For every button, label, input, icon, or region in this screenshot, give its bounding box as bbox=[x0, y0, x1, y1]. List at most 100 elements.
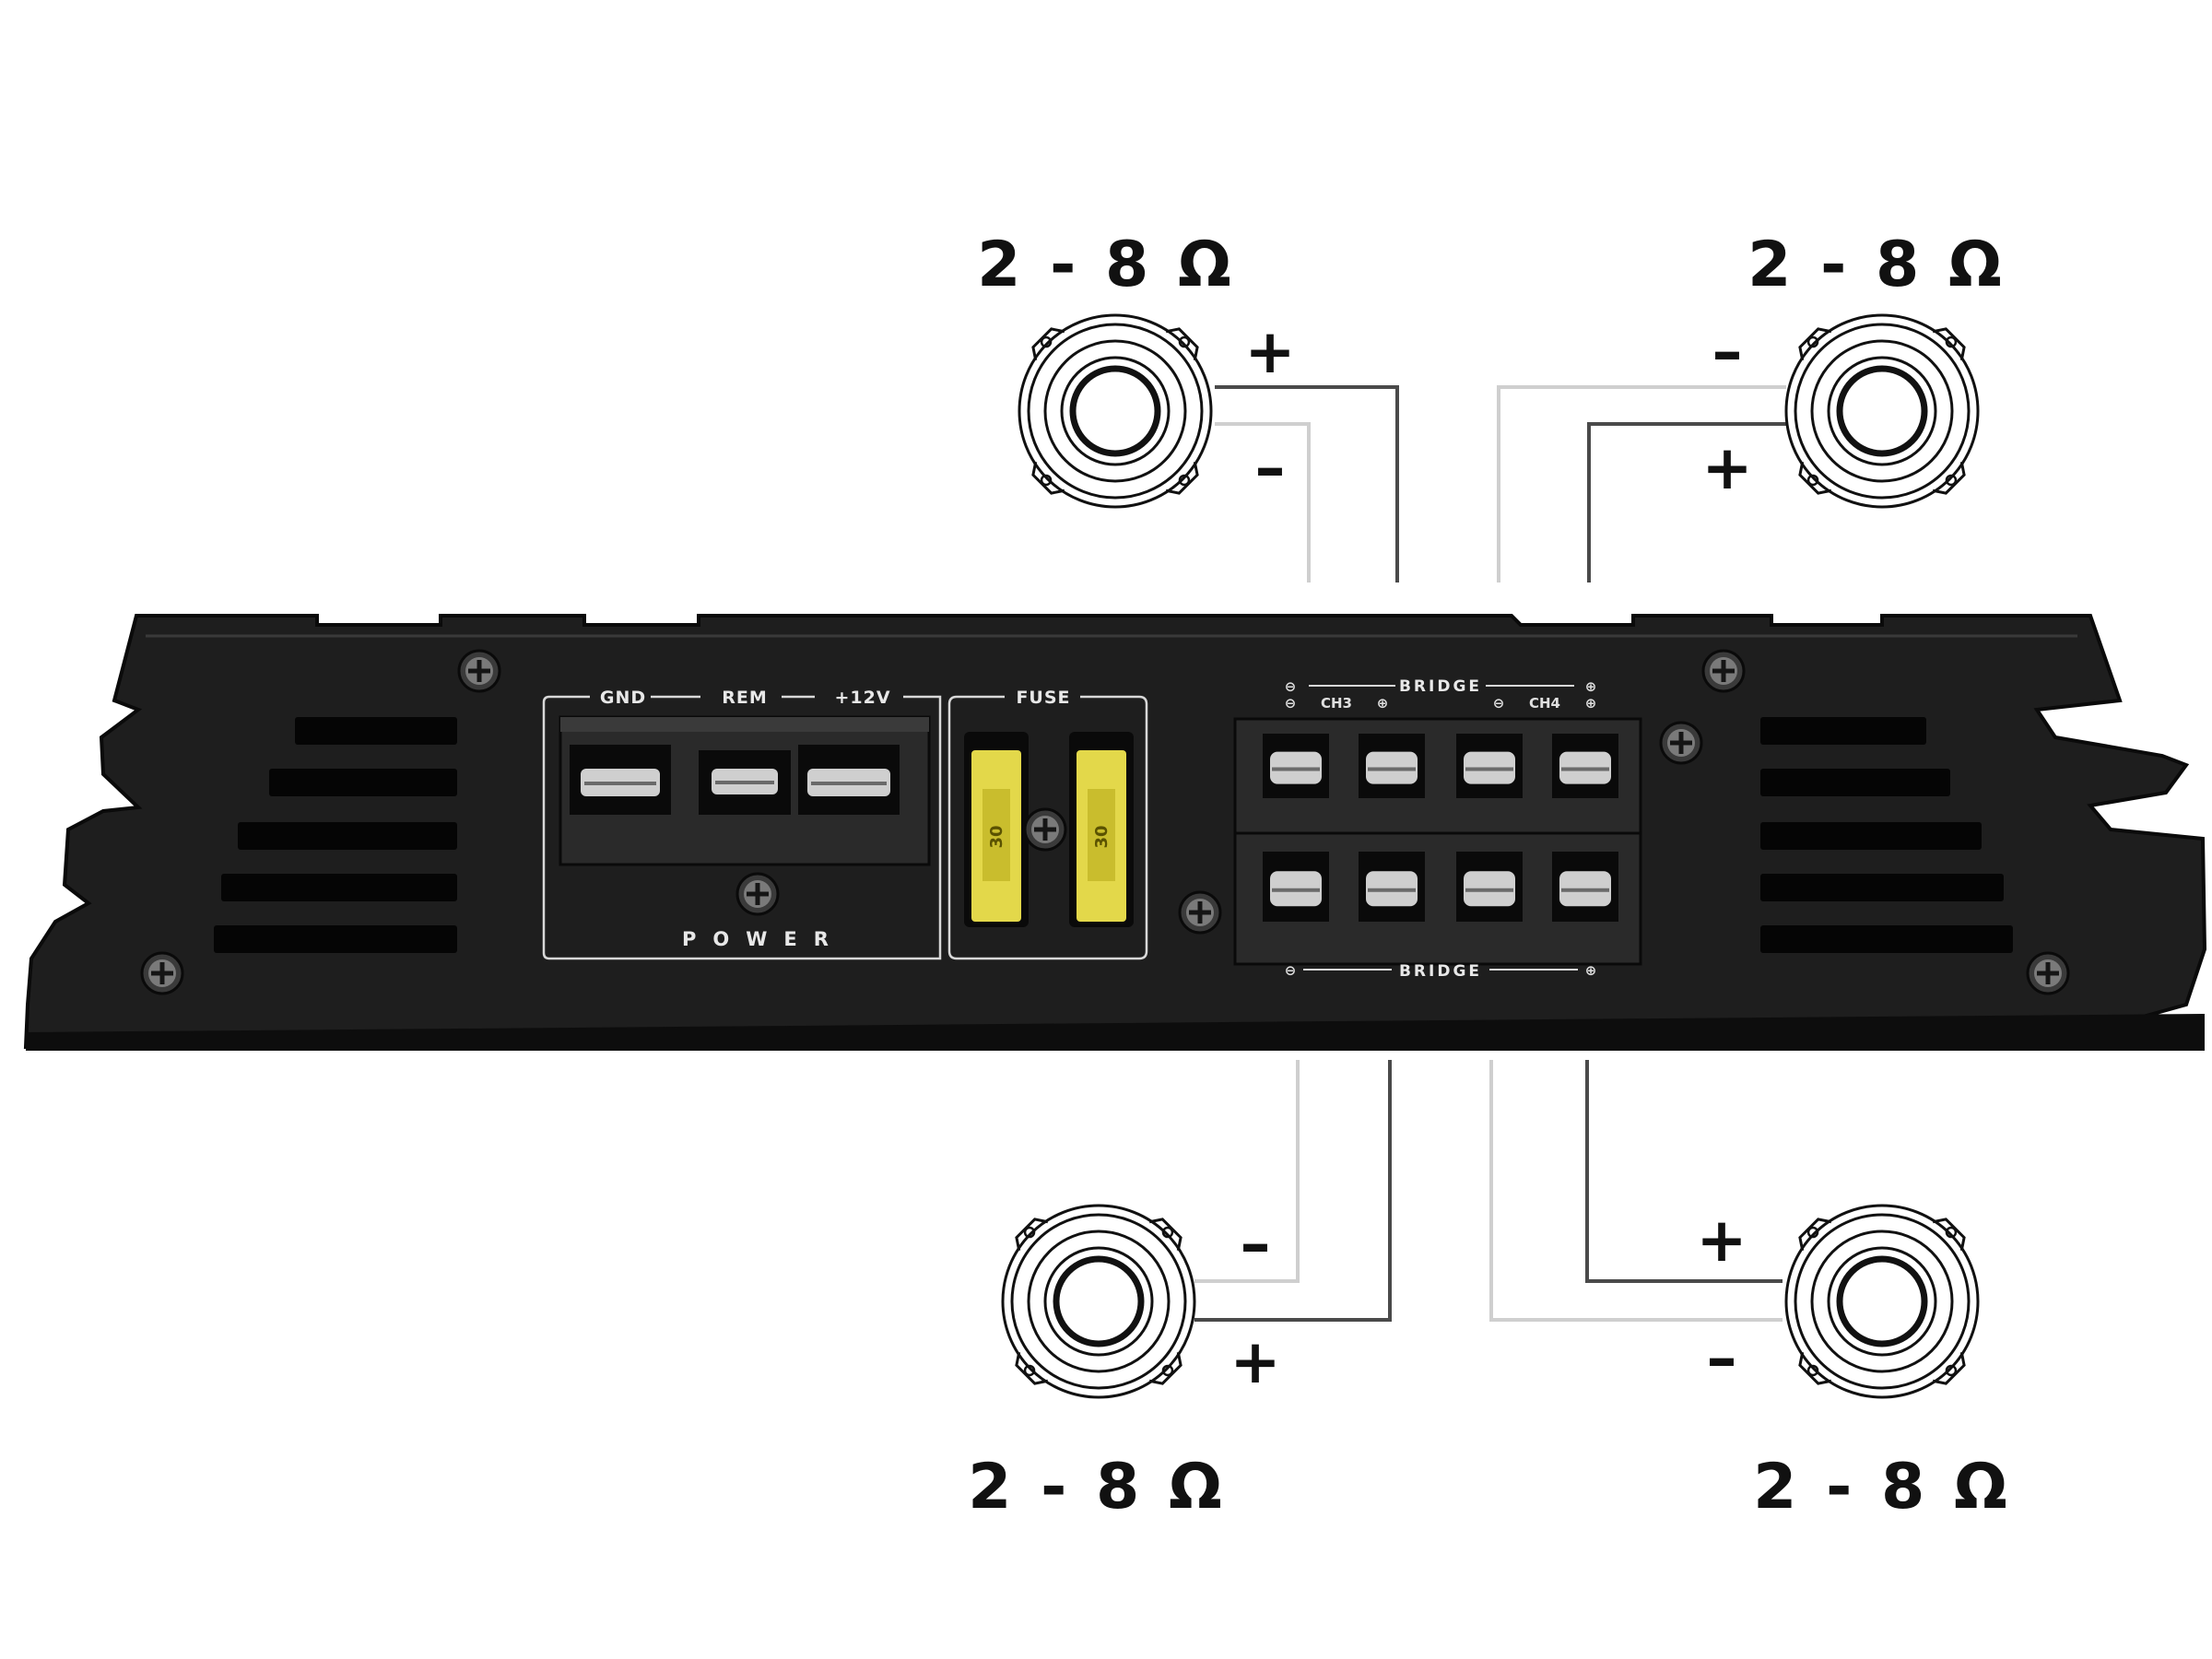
v12-terminal[interactable] bbox=[798, 745, 900, 815]
power-terminal-block-top bbox=[560, 717, 929, 732]
speaker-mount-tab bbox=[1015, 1351, 1049, 1385]
speaker-mount-tab bbox=[1148, 1218, 1182, 1252]
vent-slot bbox=[1760, 822, 1982, 850]
ch3-minus-symbol: ⊖ bbox=[1285, 695, 1297, 712]
speaker-wires bbox=[1194, 385, 1786, 1322]
speaker-mount-tab bbox=[1932, 461, 1966, 495]
impedance-label-bottom-left: 2 - 8 Ω bbox=[968, 1451, 1226, 1524]
speaker-frame-ring bbox=[1784, 1204, 1980, 1399]
speaker-cone-inner-ring bbox=[1043, 1246, 1154, 1357]
vents-left bbox=[214, 717, 457, 953]
fuse-panel-frame bbox=[947, 695, 1148, 960]
speaker-mount-tab bbox=[1932, 327, 1966, 361]
gnd-label: GND bbox=[600, 688, 646, 708]
fuse-panel: FUSE 30 30 bbox=[947, 688, 1148, 960]
wire-top-right-positive bbox=[1587, 422, 1786, 582]
vent-slot bbox=[269, 769, 457, 796]
wire-bottom-left-negative bbox=[1194, 1060, 1300, 1283]
speaker-icon bbox=[1018, 313, 1213, 509]
speaker-output-panel: BRIDGE ⊖ ⊕ ⊖ CH3 ⊕ ⊖ CH4 ⊕ BRIDGE ⊖ ⊕ bbox=[1233, 677, 1642, 981]
ch3-plus-symbol: ⊕ bbox=[1377, 695, 1389, 712]
ch4-minus-symbol: ⊖ bbox=[1493, 695, 1505, 712]
mounting-screw bbox=[1659, 721, 1703, 765]
bridge-minus-symbol-top: ⊖ bbox=[1285, 678, 1297, 695]
fuse-rating: 30 bbox=[987, 825, 1006, 848]
vent-slot bbox=[214, 925, 457, 953]
vent-slot bbox=[221, 874, 457, 901]
mounting-screw bbox=[2026, 951, 2070, 995]
speaker-frame-ring bbox=[1018, 313, 1213, 509]
amplifier-base-shadow bbox=[26, 1014, 2205, 1051]
speaker-mount-tab bbox=[1031, 461, 1065, 495]
polarity-sign-top-right-lower: + bbox=[1701, 432, 1752, 503]
speaker-dust-cap bbox=[1069, 365, 1161, 457]
speaker-output-terminal[interactable] bbox=[1552, 734, 1618, 798]
fuse-window bbox=[1088, 789, 1115, 881]
v12-label: +12V bbox=[834, 688, 890, 708]
speaker-output-terminal[interactable] bbox=[1359, 734, 1425, 798]
speaker-surround-ring bbox=[1010, 1213, 1187, 1390]
speaker-output-terminal[interactable] bbox=[1456, 734, 1523, 798]
polarity-sign-bottom-right-lower: – bbox=[1707, 1323, 1737, 1394]
wire-bottom-left-positive bbox=[1194, 1060, 1392, 1322]
speaker-mount-tab bbox=[1798, 461, 1832, 495]
speaker-output-terminal[interactable] bbox=[1263, 734, 1329, 798]
speaker-cone-ring bbox=[1810, 339, 1954, 483]
speaker-mount-tab bbox=[1165, 461, 1199, 495]
output-terminals-upper bbox=[1263, 734, 1618, 798]
vent-slot bbox=[1760, 717, 1926, 745]
gnd-terminal[interactable] bbox=[570, 745, 671, 815]
mounting-screw bbox=[1023, 807, 1067, 852]
wire-top-left-positive bbox=[1215, 385, 1399, 582]
speaker-frame-ring bbox=[1784, 313, 1980, 509]
speaker-dust-cap bbox=[1836, 1255, 1928, 1347]
speaker-output-terminal[interactable] bbox=[1359, 852, 1425, 922]
vent-slot bbox=[1760, 874, 2004, 901]
mounting-screw bbox=[1178, 890, 1222, 935]
vent-slot bbox=[295, 717, 457, 745]
vent-slot bbox=[1760, 769, 1950, 796]
speaker-bottom-right bbox=[1784, 1204, 1980, 1399]
mounting-screw bbox=[735, 872, 780, 916]
speaker-cone-ring bbox=[1043, 339, 1187, 483]
rem-terminal[interactable] bbox=[699, 750, 791, 815]
ch4-label: CH4 bbox=[1529, 695, 1560, 712]
speaker-mount-tab bbox=[1015, 1218, 1049, 1252]
amplifier: GND REM +12V POWER bbox=[23, 614, 2207, 1051]
output-terminals-lower bbox=[1263, 852, 1618, 922]
speaker-top-left bbox=[1018, 313, 1213, 509]
polarity-sign-top-left-lower: – bbox=[1255, 432, 1286, 503]
polarity-sign-top-left-upper: + bbox=[1244, 316, 1295, 387]
fuse-left[interactable]: 30 bbox=[964, 732, 1029, 927]
speaker-mount-tab bbox=[1148, 1351, 1182, 1385]
speaker-cone-ring bbox=[1810, 1230, 1954, 1373]
vent-slot bbox=[1760, 925, 2013, 953]
speaker-mount-tab bbox=[1932, 1218, 1966, 1252]
fuse-rating: 30 bbox=[1092, 825, 1112, 848]
speaker-output-terminal[interactable] bbox=[1552, 852, 1618, 922]
speaker-mount-tab bbox=[1798, 1218, 1832, 1252]
speaker-cone-inner-ring bbox=[1827, 356, 1937, 466]
mounting-screws bbox=[140, 649, 2070, 995]
speaker-cone-inner-ring bbox=[1827, 1246, 1937, 1357]
ch4-plus-symbol: ⊕ bbox=[1585, 695, 1597, 712]
ch3-label: CH3 bbox=[1321, 695, 1352, 712]
bridge-label-top: BRIDGE bbox=[1399, 677, 1482, 696]
speaker-icon bbox=[1784, 313, 1980, 509]
fuse-right[interactable]: 30 bbox=[1069, 732, 1134, 927]
speaker-mount-tab bbox=[1165, 327, 1199, 361]
speaker-icon bbox=[1001, 1204, 1196, 1399]
mounting-screw bbox=[140, 951, 184, 995]
speaker-surround-ring bbox=[1027, 323, 1204, 500]
speaker-surround-ring bbox=[1794, 1213, 1971, 1390]
wire-bottom-right-negative bbox=[1489, 1060, 1783, 1322]
bridge-plus-symbol-bottom: ⊕ bbox=[1585, 962, 1597, 979]
speaker-output-terminal[interactable] bbox=[1263, 852, 1329, 922]
power-panel: GND REM +12V POWER bbox=[542, 688, 942, 960]
mounting-screw bbox=[457, 649, 501, 693]
speaker-output-terminal[interactable] bbox=[1456, 852, 1523, 922]
power-section-label: POWER bbox=[682, 928, 845, 950]
fuse-label: FUSE bbox=[1016, 688, 1070, 708]
speaker-mount-tab bbox=[1798, 327, 1832, 361]
